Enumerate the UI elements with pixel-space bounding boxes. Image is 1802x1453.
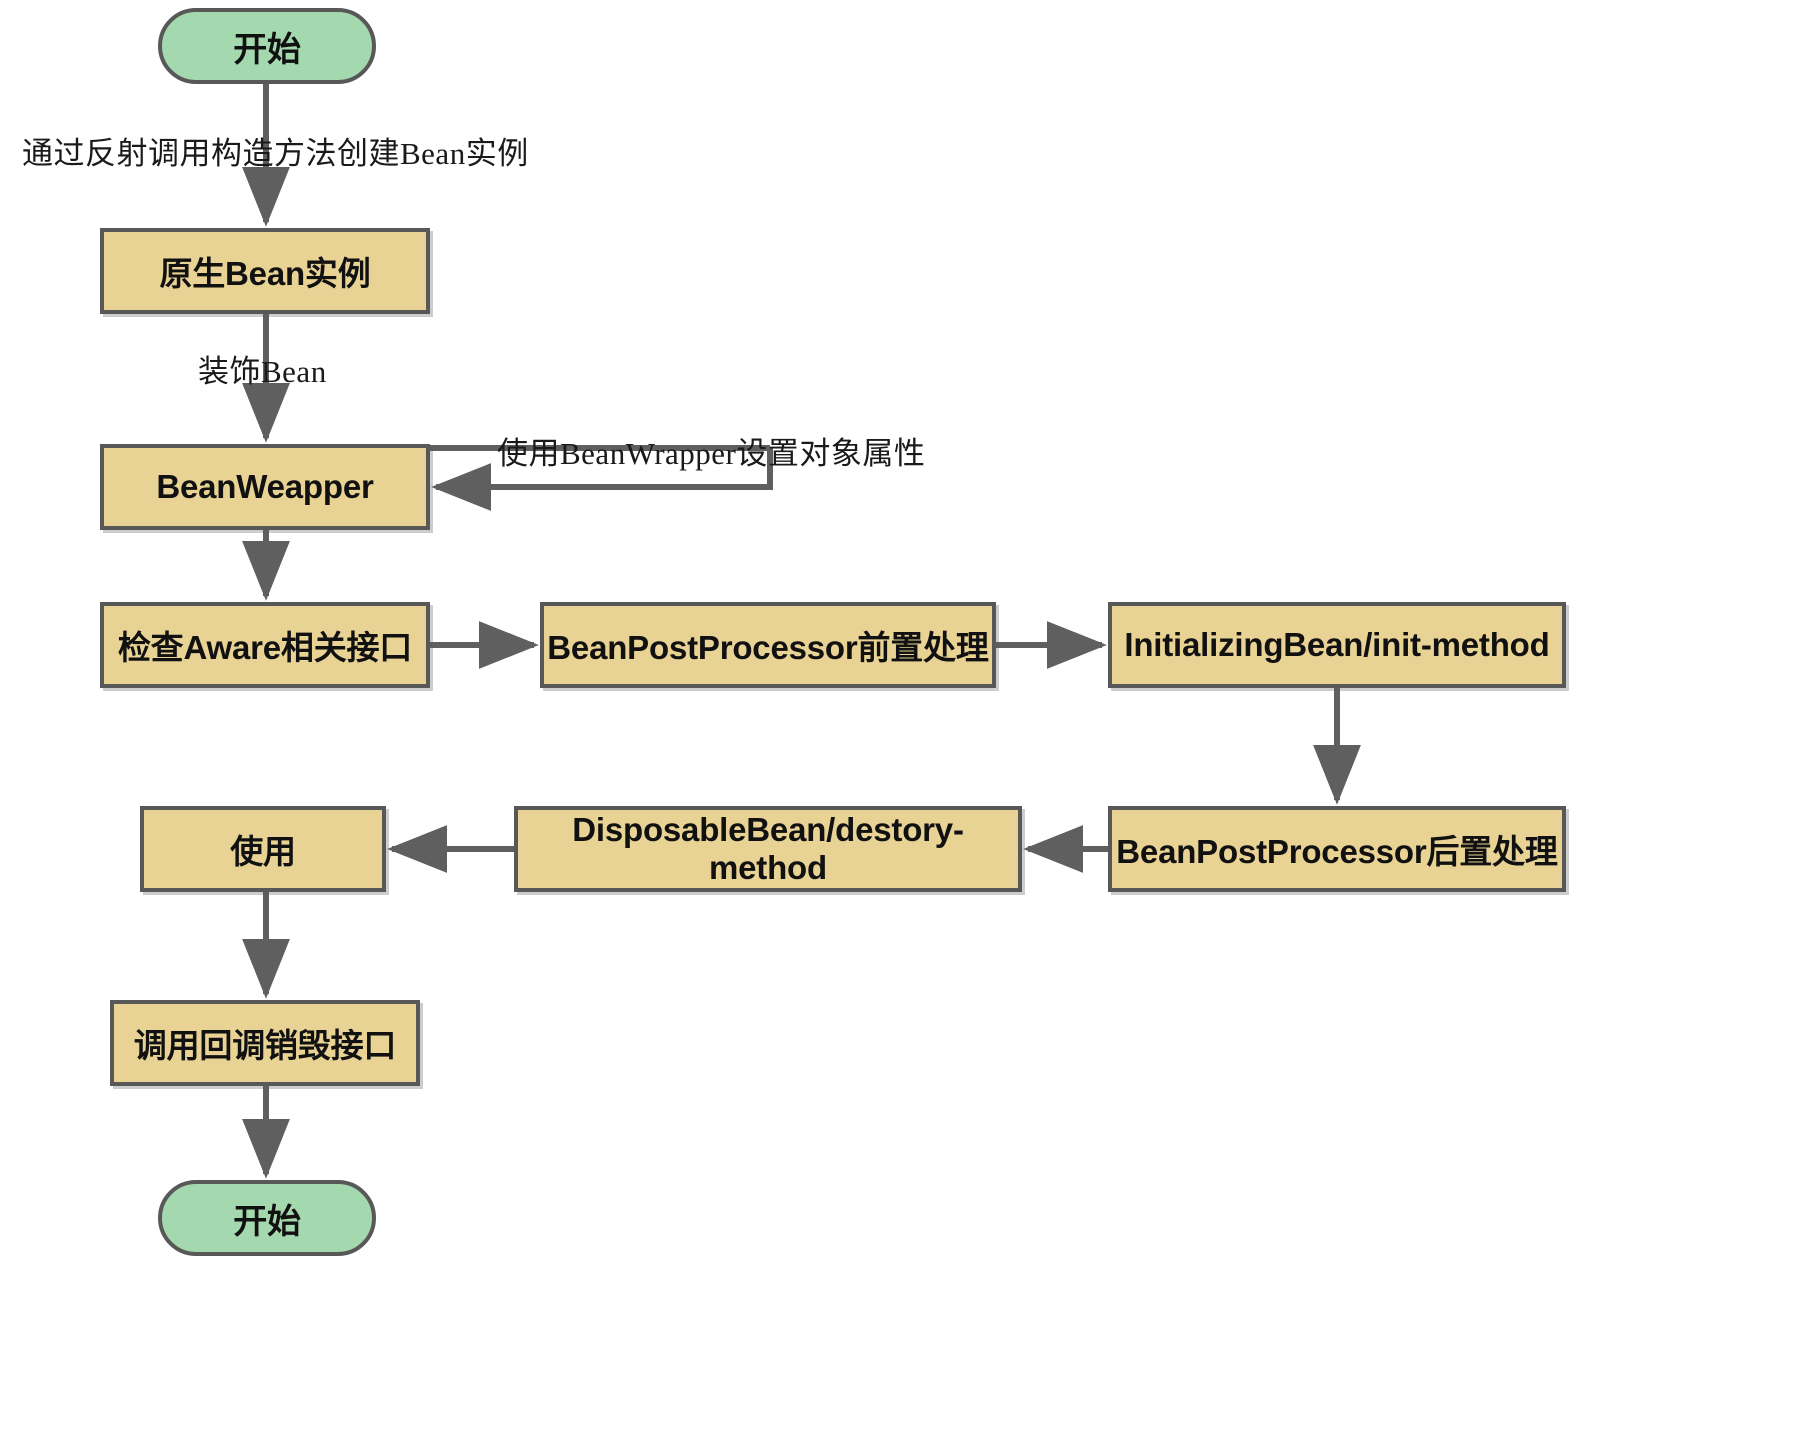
- edge-label-create-bean-by-reflection: 通过反射调用构造方法创建Bean实例: [22, 136, 529, 171]
- node-start[interactable]: 开始: [158, 8, 376, 84]
- node-bean-wrapper[interactable]: BeanWeapper: [100, 444, 430, 530]
- node-bean-post-processor-after[interactable]: BeanPostProcessor后置处理: [1108, 806, 1566, 892]
- node-end[interactable]: 开始: [158, 1180, 376, 1256]
- node-use[interactable]: 使用: [140, 806, 386, 892]
- edge-label-decorate-bean: 装饰Bean: [198, 354, 327, 389]
- node-disposable-bean-destory-method[interactable]: DisposableBean/destory-method: [514, 806, 1022, 892]
- node-native-bean[interactable]: 原生Bean实例: [100, 228, 430, 314]
- node-destroy-callback[interactable]: 调用回调销毁接口: [110, 1000, 420, 1086]
- edge-label-beanwrapper-set-properties: 使用BeanWrapper设置对象属性: [497, 436, 926, 471]
- node-check-aware[interactable]: 检查Aware相关接口: [100, 602, 430, 688]
- node-initializing-bean-init-method[interactable]: InitializingBean/init-method: [1108, 602, 1566, 688]
- node-bean-post-processor-before[interactable]: BeanPostProcessor前置处理: [540, 602, 996, 688]
